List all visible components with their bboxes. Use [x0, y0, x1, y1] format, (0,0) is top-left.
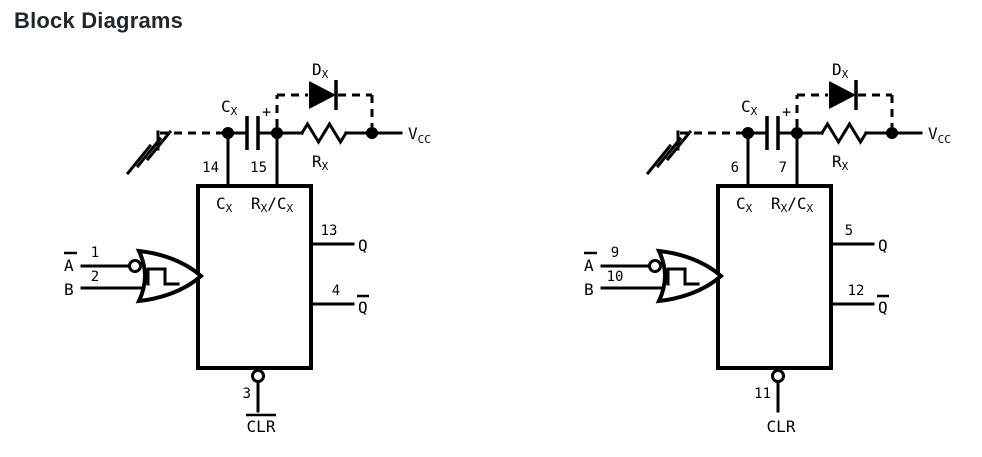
pin-number-clr: 3	[243, 386, 251, 402]
polarity-plus-label: +	[782, 103, 791, 121]
vcc-label: VCC	[928, 124, 951, 146]
output-qbar-label: Q	[878, 298, 888, 317]
clr-bubble	[771, 369, 785, 383]
capacitor-cx	[245, 116, 260, 150]
page-title: Block Diagrams	[14, 8, 184, 33]
ground-hatch	[645, 143, 673, 176]
resistor-label: RX	[312, 152, 329, 173]
clr-label: CLR	[767, 417, 796, 436]
capacitor-label: CX	[741, 97, 758, 118]
box-cx-label: CX	[736, 194, 753, 215]
monostable-box	[716, 184, 833, 370]
diode-label: DX	[832, 60, 849, 81]
pin-number-b: 10	[607, 269, 624, 285]
pin-number-b: 2	[91, 269, 99, 285]
resistor-rx	[819, 121, 869, 145]
box-cx-label: CX	[216, 194, 233, 215]
diagram-left: CX + DX RX VCC 14 15 CX RX/CX A B 1 2	[64, 60, 431, 436]
junction-dot	[742, 127, 754, 139]
capacitor-label: CX	[221, 97, 238, 118]
inverter-bubble	[128, 259, 142, 273]
junction-dot	[366, 127, 378, 139]
input-b-label: B	[64, 280, 74, 299]
junction-dot	[791, 127, 803, 139]
output-qbar-label: Q	[358, 298, 368, 317]
diode-dx	[829, 80, 858, 110]
diode-triangle	[829, 81, 856, 109]
junction-dot	[271, 127, 283, 139]
pin-number-q: 13	[321, 223, 338, 239]
input-b-label: B	[584, 280, 594, 299]
ground-hatch	[655, 136, 683, 169]
pin-number-clr: 11	[754, 386, 771, 402]
input-a-label: A	[64, 256, 74, 275]
ground-icon	[125, 129, 173, 176]
ground-hatch	[135, 136, 163, 169]
pulse-icon	[666, 267, 700, 286]
diode-label: DX	[312, 60, 329, 81]
ground-hatch	[125, 143, 153, 176]
output-q-label: Q	[878, 236, 888, 255]
diode-dx	[309, 80, 338, 110]
pin-number-qbar: 12	[848, 283, 865, 299]
clr-bubble	[251, 369, 265, 383]
vcc-label: VCC	[408, 124, 431, 146]
diode-triangle	[309, 81, 336, 109]
pulse-icon	[146, 267, 180, 286]
or-gate-body	[655, 248, 725, 304]
junction-dot	[222, 127, 234, 139]
resistor-rx	[299, 121, 349, 145]
trigger-or-gate	[648, 248, 725, 304]
capacitor-cx	[765, 116, 780, 150]
clr-label: CLR	[247, 417, 276, 436]
pin-number-cx: 6	[731, 160, 739, 176]
pin-number-cx: 14	[202, 160, 219, 176]
box-rxcx-label: RX/CX	[771, 194, 814, 215]
pin-number-qbar: 4	[332, 283, 340, 299]
resistor-label: RX	[832, 152, 849, 173]
polarity-plus-label: +	[262, 103, 271, 121]
box-rxcx-label: RX/CX	[251, 194, 294, 215]
input-a-label: A	[584, 256, 594, 275]
ground-icon	[645, 129, 693, 176]
pin-number-rxcx: 15	[250, 160, 267, 176]
monostable-box	[196, 184, 313, 370]
pin-number-a: 9	[611, 245, 619, 261]
pin-number-q: 5	[845, 223, 853, 239]
junction-dot	[886, 127, 898, 139]
output-q-label: Q	[358, 236, 368, 255]
diagram-right: CX + DX RX VCC 6 7 CX RX/CX A B 9 10	[584, 60, 951, 436]
inverter-bubble	[648, 259, 662, 273]
trigger-or-gate	[128, 248, 205, 304]
pin-number-rxcx: 7	[779, 160, 787, 176]
ground-hatch	[145, 129, 173, 162]
ground-hatch	[665, 129, 693, 162]
pin-number-a: 1	[91, 245, 99, 261]
or-gate-body	[135, 248, 205, 304]
